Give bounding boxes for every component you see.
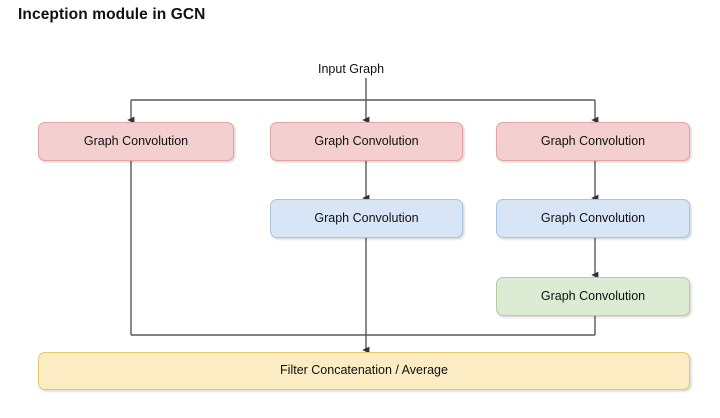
node-branch2-conv2[interactable]: Graph Convolution [270, 199, 463, 238]
node-branch1-conv1[interactable]: Graph Convolution [38, 122, 234, 161]
node-label: Graph Convolution [540, 288, 646, 303]
node-label: Graph Convolution [540, 133, 646, 148]
page-title: Inception module in GCN [18, 6, 206, 23]
node-label: Graph Convolution [314, 210, 419, 225]
node-filter-concatenation[interactable]: Filter Concatenation / Average [38, 352, 690, 390]
node-label: Graph Convolution [540, 210, 646, 225]
node-branch3-conv2[interactable]: Graph Convolution [496, 199, 690, 238]
node-branch3-conv3[interactable]: Graph Convolution [496, 277, 690, 316]
node-branch2-conv1[interactable]: Graph Convolution [270, 122, 463, 161]
node-branch3-conv1[interactable]: Graph Convolution [496, 122, 690, 161]
node-label: Graph Convolution [314, 133, 419, 148]
node-label: Graph Convolution [83, 133, 189, 148]
node-label: Filter Concatenation / Average [280, 363, 448, 378]
input-graph-label: Input Graph [318, 62, 385, 76]
